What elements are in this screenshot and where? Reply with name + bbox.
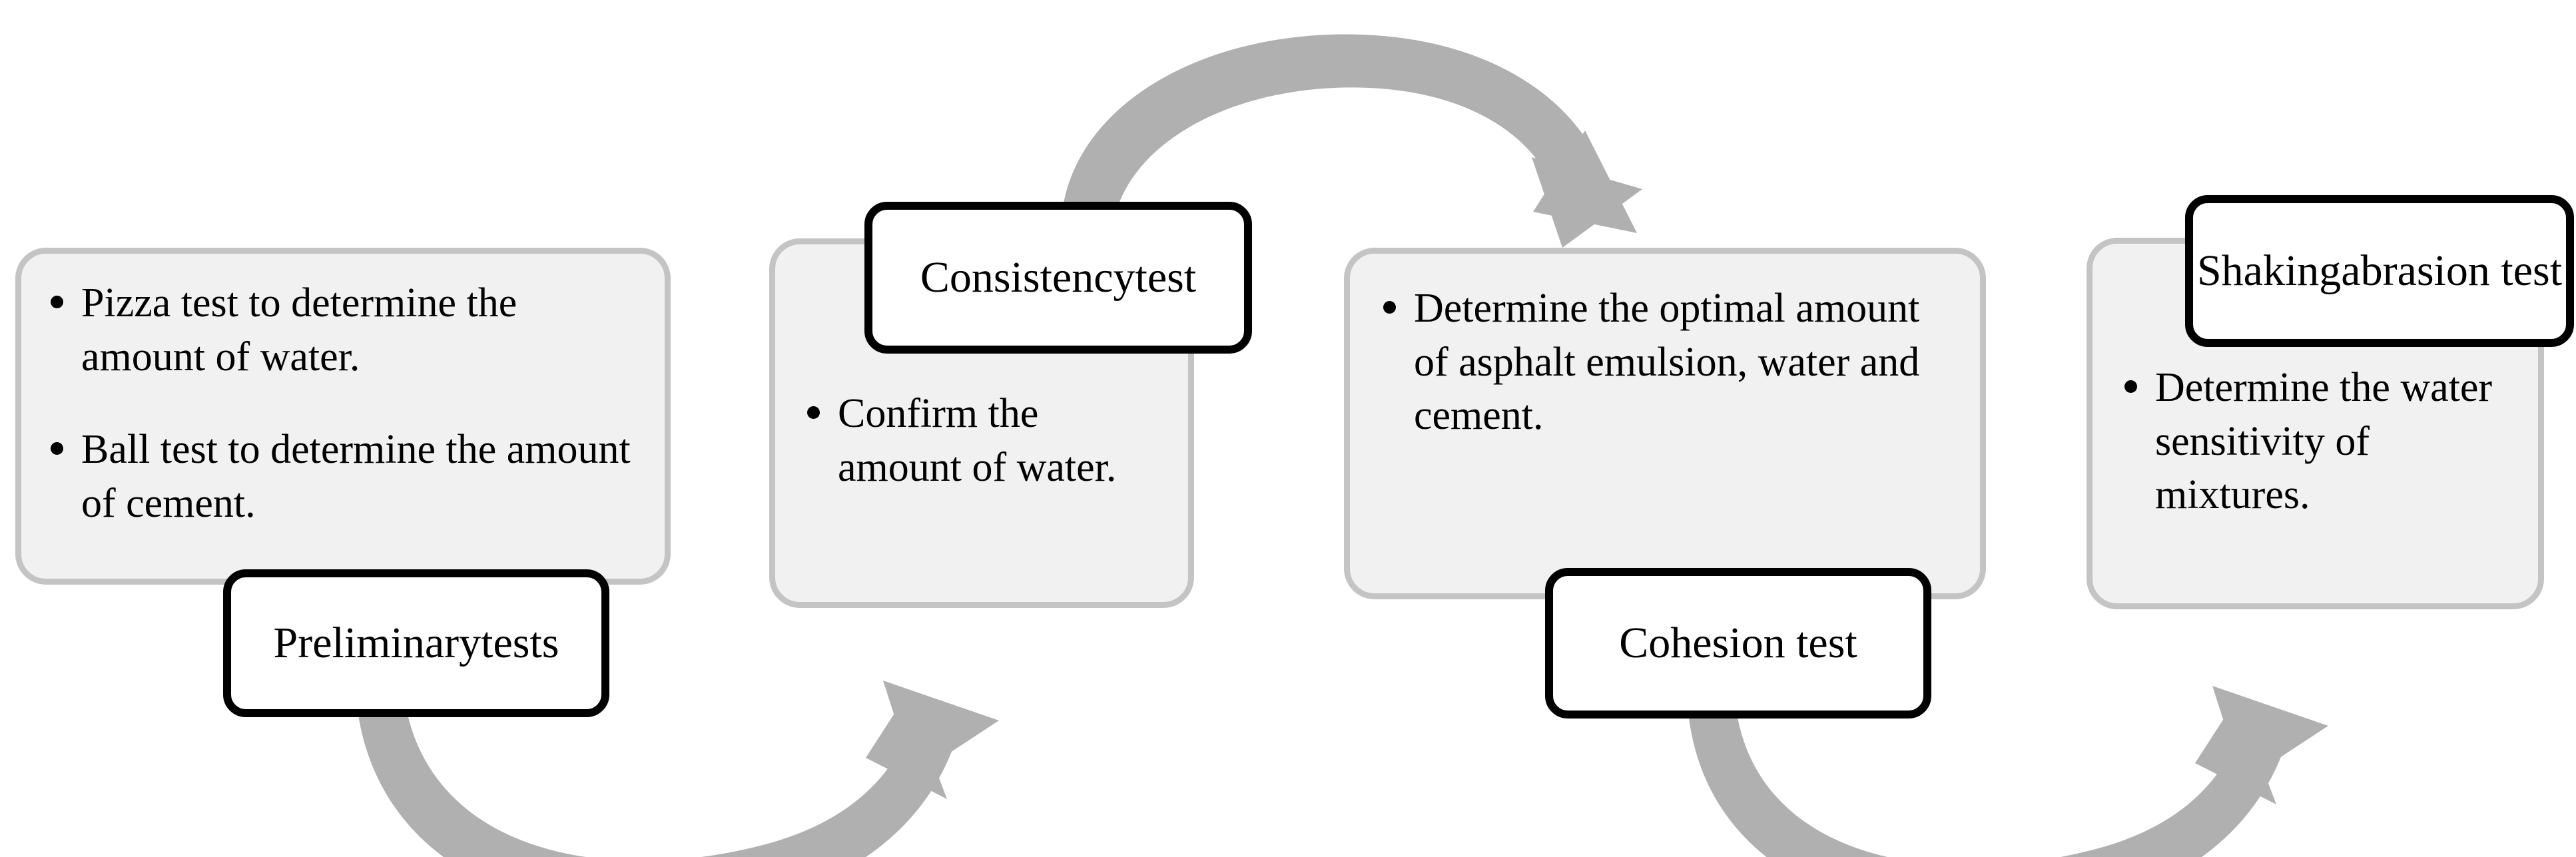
step-panel-body: Pizza test to determine the amount of wa… (21, 254, 665, 530)
step-label-cohesion-test: Cohesion test (1545, 568, 1931, 718)
list-item: Confirm the amount of water. (803, 387, 1161, 494)
step-panel-body: Confirm the amount of water. (775, 244, 1188, 494)
step-panel-body: Determine the water sensitivity of mixtu… (2093, 244, 2538, 522)
list-item: Ball test to determine the amount of cem… (47, 423, 638, 530)
bullet-dot-icon (51, 295, 63, 308)
bullet-text: Determine the optimal amount of asphalt … (1414, 286, 1920, 439)
bullet-list: Determine the optimal amount of asphalt … (1379, 282, 1953, 443)
bullet-list: Confirm the amount of water. (803, 387, 1161, 494)
list-item: Determine the water sensitivity of mixtu… (2120, 361, 2515, 522)
bullet-list: Determine the water sensitivity of mixtu… (2120, 361, 2515, 522)
step-panel-cohesion: Determine the optimal amount of asphalt … (1344, 248, 1986, 599)
bullet-text: Ball test to determine the amount of cem… (81, 427, 631, 526)
list-item: Pizza test to determine the amount of wa… (47, 276, 638, 384)
bullet-dot-icon (2124, 380, 2137, 393)
bullet-text: Pizza test to determine the amount of wa… (81, 280, 517, 380)
bullet-dot-icon (807, 406, 820, 419)
step-panel-body: Determine the optimal amount of asphalt … (1350, 254, 1980, 443)
list-item: Determine the optimal amount of asphalt … (1379, 282, 1953, 443)
bullet-dot-icon (1383, 300, 1396, 314)
bullet-dot-icon (51, 441, 63, 455)
bullet-list: Pizza test to determine the amount of wa… (47, 276, 638, 530)
step-panel-preliminary: Pizza test to determine the amount of wa… (15, 248, 671, 585)
bullet-text: Determine the water sensitivity of mixtu… (2155, 365, 2493, 518)
bullet-text: Confirm the amount of water. (838, 391, 1117, 490)
